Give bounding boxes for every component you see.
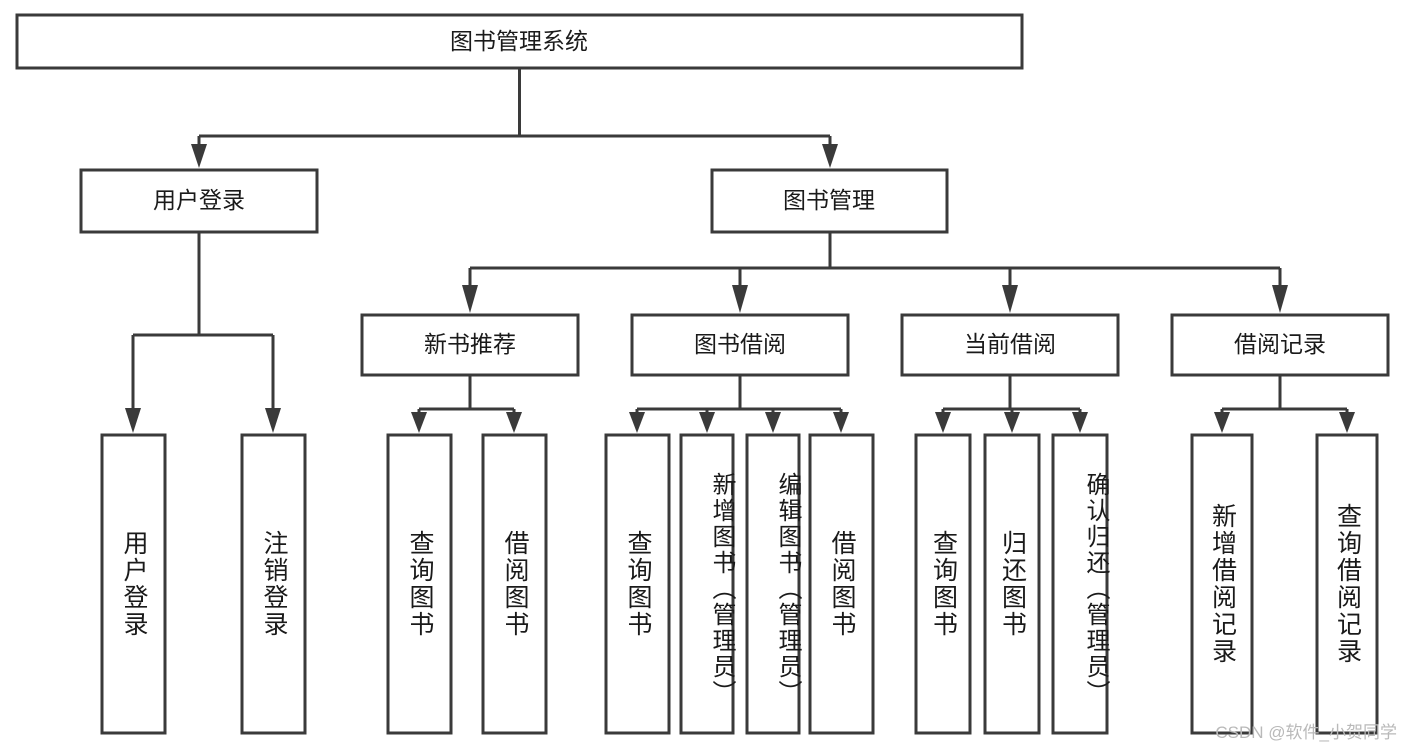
- arrow-leaf-user-login: [125, 408, 141, 433]
- node-borrow-record[interactable]: 借阅记录: [1170, 313, 1390, 377]
- node-current-borrow-box[interactable]: [900, 313, 1120, 377]
- node-user-login-box[interactable]: [79, 168, 319, 234]
- node-root-label: 图书管理系统: [450, 28, 588, 54]
- node-book-manage[interactable]: 图书管理: [710, 168, 949, 234]
- leaf-borrow-book-2-box[interactable]: [808, 433, 875, 735]
- node-borrow-record-label: 借阅记录: [1234, 331, 1326, 357]
- leaf-confirm-return-box[interactable]: [1051, 433, 1109, 735]
- node-book-borrow-label: 图书借阅: [694, 331, 786, 357]
- arrow-to-book-manage: [822, 144, 838, 168]
- arrow-leaf-query-book-2: [629, 412, 645, 433]
- leaf-logout-box[interactable]: [240, 433, 307, 735]
- node-new-book-rec-label: 新书推荐: [424, 331, 516, 357]
- arrow-new-book-rec: [462, 285, 478, 313]
- leaf-query-book-1-box[interactable]: [386, 433, 453, 735]
- node-current-borrow-label: 当前借阅: [964, 331, 1056, 357]
- node-new-book-rec[interactable]: 新书推荐: [360, 313, 580, 377]
- leaf-add-book-box[interactable]: [679, 433, 735, 735]
- arrow-leaf-query-record: [1339, 412, 1355, 433]
- arrow-leaf-borrow-book-1: [506, 412, 522, 433]
- connector-group: [125, 68, 1355, 433]
- arrow-book-borrow: [732, 285, 748, 313]
- leaf-box-group: [100, 433, 1379, 735]
- leaf-query-book-2-box[interactable]: [604, 433, 671, 735]
- csdn-watermark: CSDN @软件_小贺同学: [1215, 723, 1397, 742]
- node-user-login[interactable]: 用户登录: [79, 168, 319, 234]
- arrow-leaf-logout: [265, 408, 281, 433]
- arrow-leaf-return-book: [1004, 412, 1020, 433]
- leaf-add-record-box[interactable]: [1190, 433, 1254, 735]
- node-root-box[interactable]: [15, 13, 1024, 70]
- arrow-leaf-add-record: [1214, 412, 1230, 433]
- arrow-leaf-confirm-return: [1072, 412, 1088, 433]
- arrow-leaf-borrow-book-2: [833, 412, 849, 433]
- node-book-borrow-box[interactable]: [630, 313, 850, 377]
- arrow-leaf-query-book-3: [935, 412, 951, 433]
- node-current-borrow[interactable]: 当前借阅: [900, 313, 1120, 377]
- node-book-manage-box[interactable]: [710, 168, 949, 234]
- arrow-current-borrow: [1002, 285, 1018, 313]
- node-root[interactable]: 图书管理系统: [15, 13, 1024, 70]
- arrow-leaf-query-book-1: [411, 412, 427, 433]
- node-book-borrow[interactable]: 图书借阅: [630, 313, 850, 377]
- leaf-query-book-3-box[interactable]: [914, 433, 972, 735]
- leaf-user-login-box[interactable]: [100, 433, 167, 735]
- leaf-return-book-box[interactable]: [983, 433, 1041, 735]
- node-user-login-label: 用户登录: [153, 187, 245, 213]
- leaf-edit-book-box[interactable]: [745, 433, 801, 735]
- node-new-book-rec-box[interactable]: [360, 313, 580, 377]
- node-borrow-record-box[interactable]: [1170, 313, 1390, 377]
- arrow-leaf-add-book: [699, 412, 715, 433]
- arrow-to-user-login: [191, 144, 207, 168]
- arrow-borrow-record: [1272, 285, 1288, 313]
- leaf-query-record-box[interactable]: [1315, 433, 1379, 735]
- leaf-borrow-book-1-box[interactable]: [481, 433, 548, 735]
- arrow-leaf-edit-book: [765, 412, 781, 433]
- node-book-manage-label: 图书管理: [783, 187, 875, 213]
